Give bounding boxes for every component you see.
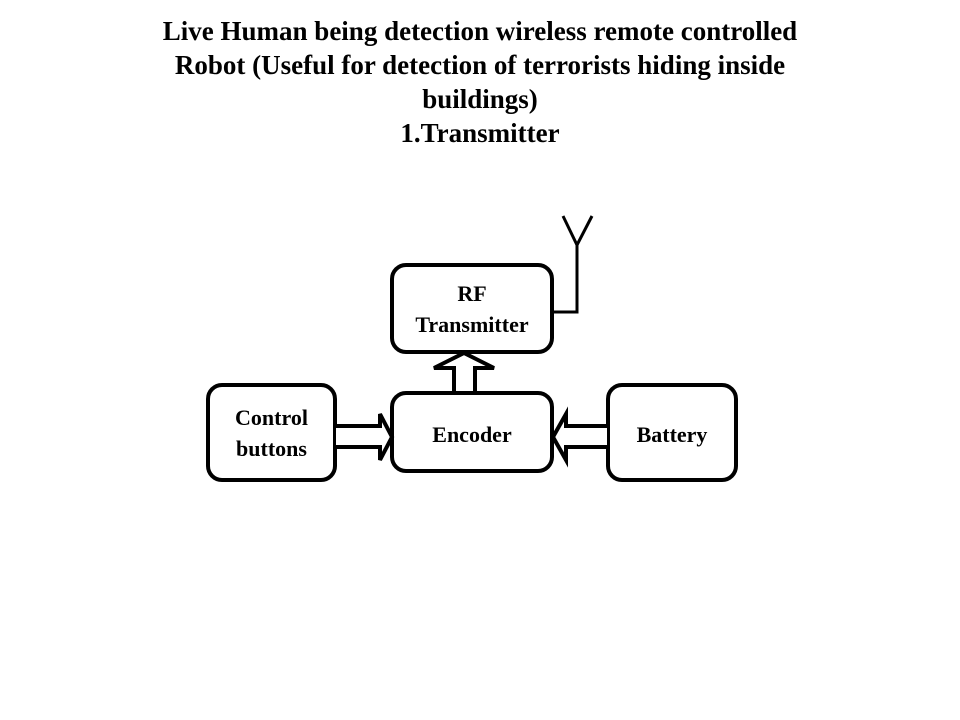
control-buttons-label: Control buttons [208, 385, 335, 480]
arrow-battery-to-encoder [550, 406, 607, 468]
encoder-label: Encoder [392, 393, 552, 475]
antenna-icon [552, 215, 594, 314]
battery-box [606, 383, 738, 482]
page-title: Live Human being detection wireless remo… [0, 14, 960, 150]
control-buttons-label-line-2: buttons [236, 435, 307, 461]
arrow-encoder-to-rf [433, 350, 495, 391]
battery-label: Battery [608, 385, 736, 483]
rf-transmitter-label: RF Transmitter [392, 265, 552, 352]
encoder-label-line-1: Encoder [432, 421, 512, 447]
title-line-3: buildings) [422, 84, 538, 114]
rf-transmitter-label-line-2: Transmitter [415, 311, 529, 337]
control-buttons-box [206, 383, 337, 482]
encoder-box [390, 391, 554, 473]
control-buttons-label-line-1: Control [235, 404, 308, 430]
rf-transmitter-label-line-1: RF [457, 280, 487, 306]
title-line-1: Live Human being detection wireless remo… [162, 16, 798, 46]
rf-transmitter-box [390, 263, 554, 354]
arrow-control-to-encoder [336, 413, 395, 461]
title-line-4: 1.Transmitter [400, 118, 560, 148]
title-line-2: Robot (Useful for detection of terrorist… [174, 50, 786, 80]
battery-label-line-1: Battery [636, 421, 708, 447]
